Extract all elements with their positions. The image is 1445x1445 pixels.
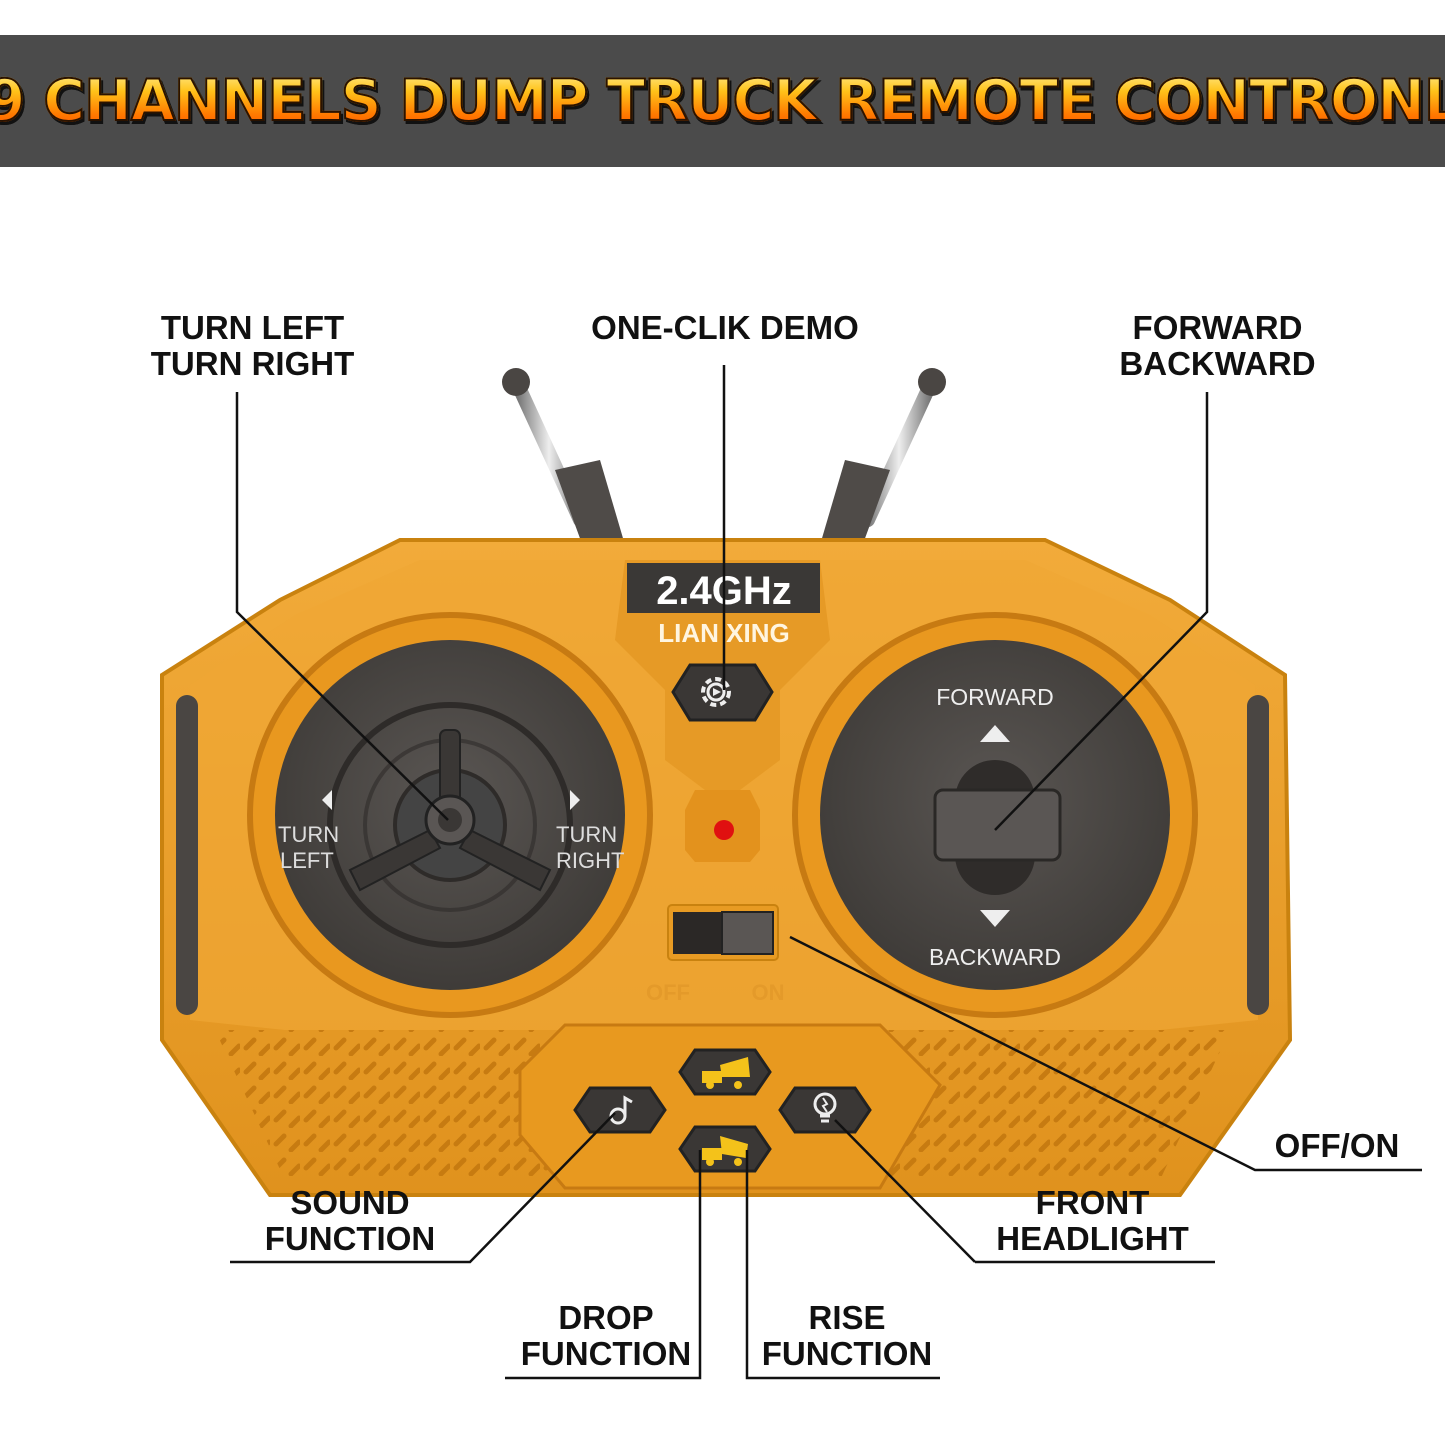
callout-sound: SOUND FUNCTION [255, 1185, 445, 1257]
callout-power: OFF/ON [1262, 1128, 1412, 1164]
callout-demo: ONE-CLIK DEMO [580, 310, 870, 346]
callout-sound-line2: FUNCTION [264, 1220, 436, 1257]
sound-button[interactable] [573, 1086, 667, 1134]
callout-demo-line1: ONE-CLIK DEMO [591, 309, 859, 346]
callout-rise-line2: FUNCTION [761, 1335, 933, 1372]
right-grip [1247, 695, 1269, 1015]
callout-drive-line2: BACKWARD [1119, 345, 1316, 382]
rise-button[interactable] [678, 1048, 772, 1096]
callout-sound-line1: SOUND [290, 1184, 410, 1221]
callout-drive-line1: FORWARD [1132, 309, 1303, 346]
callout-power-line1: OFF/ON [1274, 1127, 1400, 1164]
dump-truck-icon [702, 1057, 750, 1089]
callout-drop-line2: FUNCTION [520, 1335, 692, 1372]
callout-headlight-line1: FRONT [1035, 1184, 1150, 1221]
callout-turn: TURN LEFT TURN RIGHT [145, 310, 360, 382]
stick-right-label-2: RIGHT [556, 848, 624, 873]
power-led [714, 820, 734, 840]
callout-turn-line1: TURN LEFT [160, 309, 345, 346]
backward-arrow-icon [980, 910, 1010, 927]
power-switch[interactable] [721, 911, 774, 955]
frequency-label: 2.4GHz [656, 569, 792, 613]
forward-label: FORWARD [936, 684, 1054, 710]
callout-rise-line1: RISE [808, 1299, 886, 1336]
throttle-stick[interactable] [933, 788, 1062, 862]
callout-drop: DROP FUNCTION [512, 1300, 700, 1372]
title-banner: 9 CHANNELS DUMP TRUCK REMOTE CONTRONL [0, 35, 1445, 167]
left-antenna [502, 368, 625, 552]
dump-truck-icon [702, 1136, 748, 1166]
callout-drive: FORWARD BACKWARD [1110, 310, 1325, 382]
switch-off-label: OFF [646, 980, 690, 1005]
headlight-button[interactable] [778, 1086, 872, 1134]
left-grip [176, 695, 198, 1015]
callout-turn-line2: TURN RIGHT [150, 345, 355, 382]
drop-button[interactable] [678, 1125, 772, 1173]
stick-left-label-1: TURN [278, 822, 339, 847]
callout-headlight: FRONT HEADLIGHT [990, 1185, 1195, 1257]
callout-drop-line1: DROP [558, 1299, 654, 1336]
banner-title: 9 CHANNELS DUMP TRUCK REMOTE CONTRONL [0, 67, 1445, 135]
backward-label: BACKWARD [929, 944, 1061, 970]
right-antenna [820, 368, 946, 552]
callout-headlight-line2: HEADLIGHT [996, 1220, 1189, 1257]
stick-left-label-2: LEFT [280, 848, 334, 873]
brand-label: LIAN XING [658, 618, 789, 648]
gear-icon [701, 677, 731, 707]
demo-button[interactable] [671, 663, 774, 722]
switch-on-label: ON [752, 980, 785, 1005]
stick-right-label-1: TURN [556, 822, 617, 847]
callout-rise: RISE FUNCTION [752, 1300, 942, 1372]
